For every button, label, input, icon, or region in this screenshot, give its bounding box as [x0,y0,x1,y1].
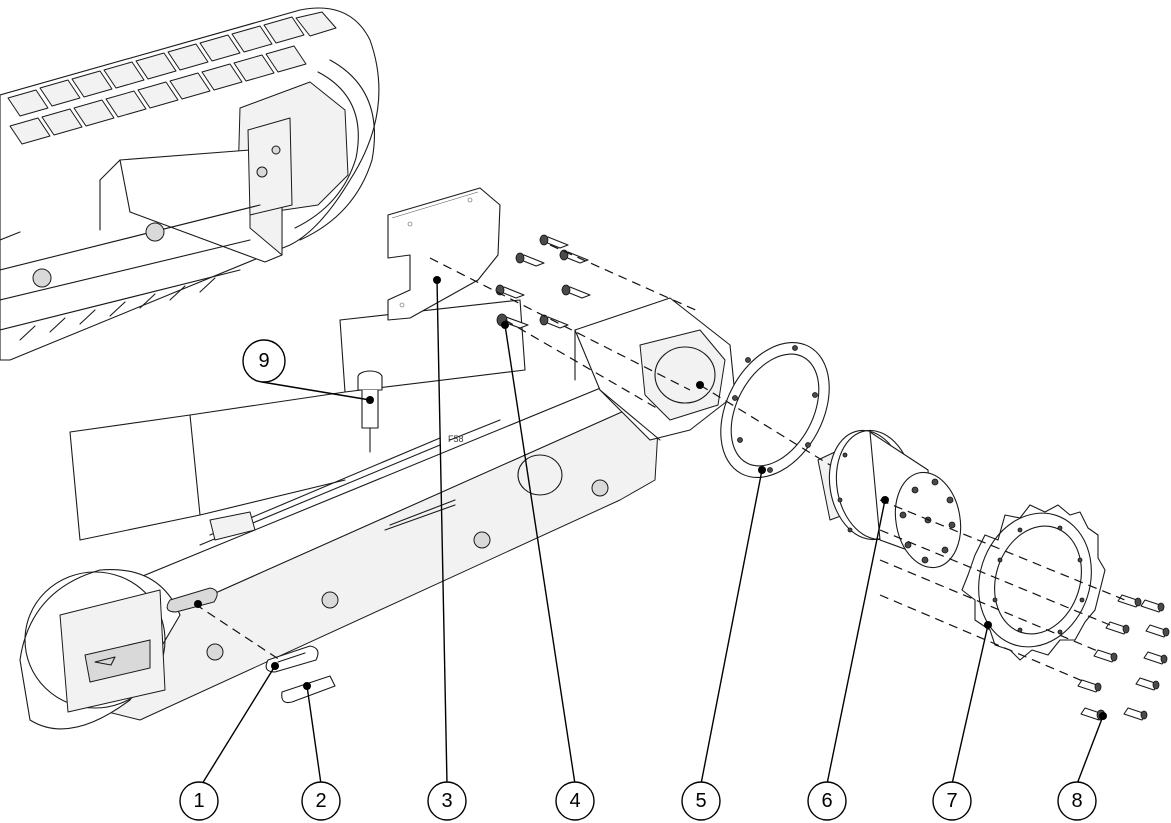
callout-label: 4 [569,790,580,812]
slot-cover [265,645,319,673]
callout-label: 5 [695,790,706,812]
callout-3: 3 [427,781,467,821]
assembly-lines [194,244,1126,683]
callout-4: 4 [555,781,595,821]
leader-lines [194,276,1107,785]
drive-motor [817,429,962,569]
callout-7: 7 [932,781,972,821]
callout-label: 6 [821,790,832,812]
callout-8: 8 [1057,781,1097,821]
main-frame: F58 [19,297,736,730]
callout-5: 5 [681,781,721,821]
gasket [720,342,830,478]
cover-plate [387,187,501,321]
callout-label: 2 [315,790,326,812]
sprocket [961,504,1106,661]
callout-label: 3 [441,790,452,812]
callout-label: 7 [946,790,957,812]
frame-marking: F58 [448,434,464,444]
callout-label: 9 [258,350,269,372]
callout-6: 6 [807,781,847,821]
callout-2: 2 [301,781,341,821]
callout-1: 1 [179,781,219,821]
pin [357,370,383,453]
callout-9: 9 [242,339,286,383]
sprocket-bolts [1077,594,1170,721]
rubber-track-assembly [0,7,380,361]
callout-label: 1 [193,790,204,812]
callout-label: 8 [1071,790,1082,812]
